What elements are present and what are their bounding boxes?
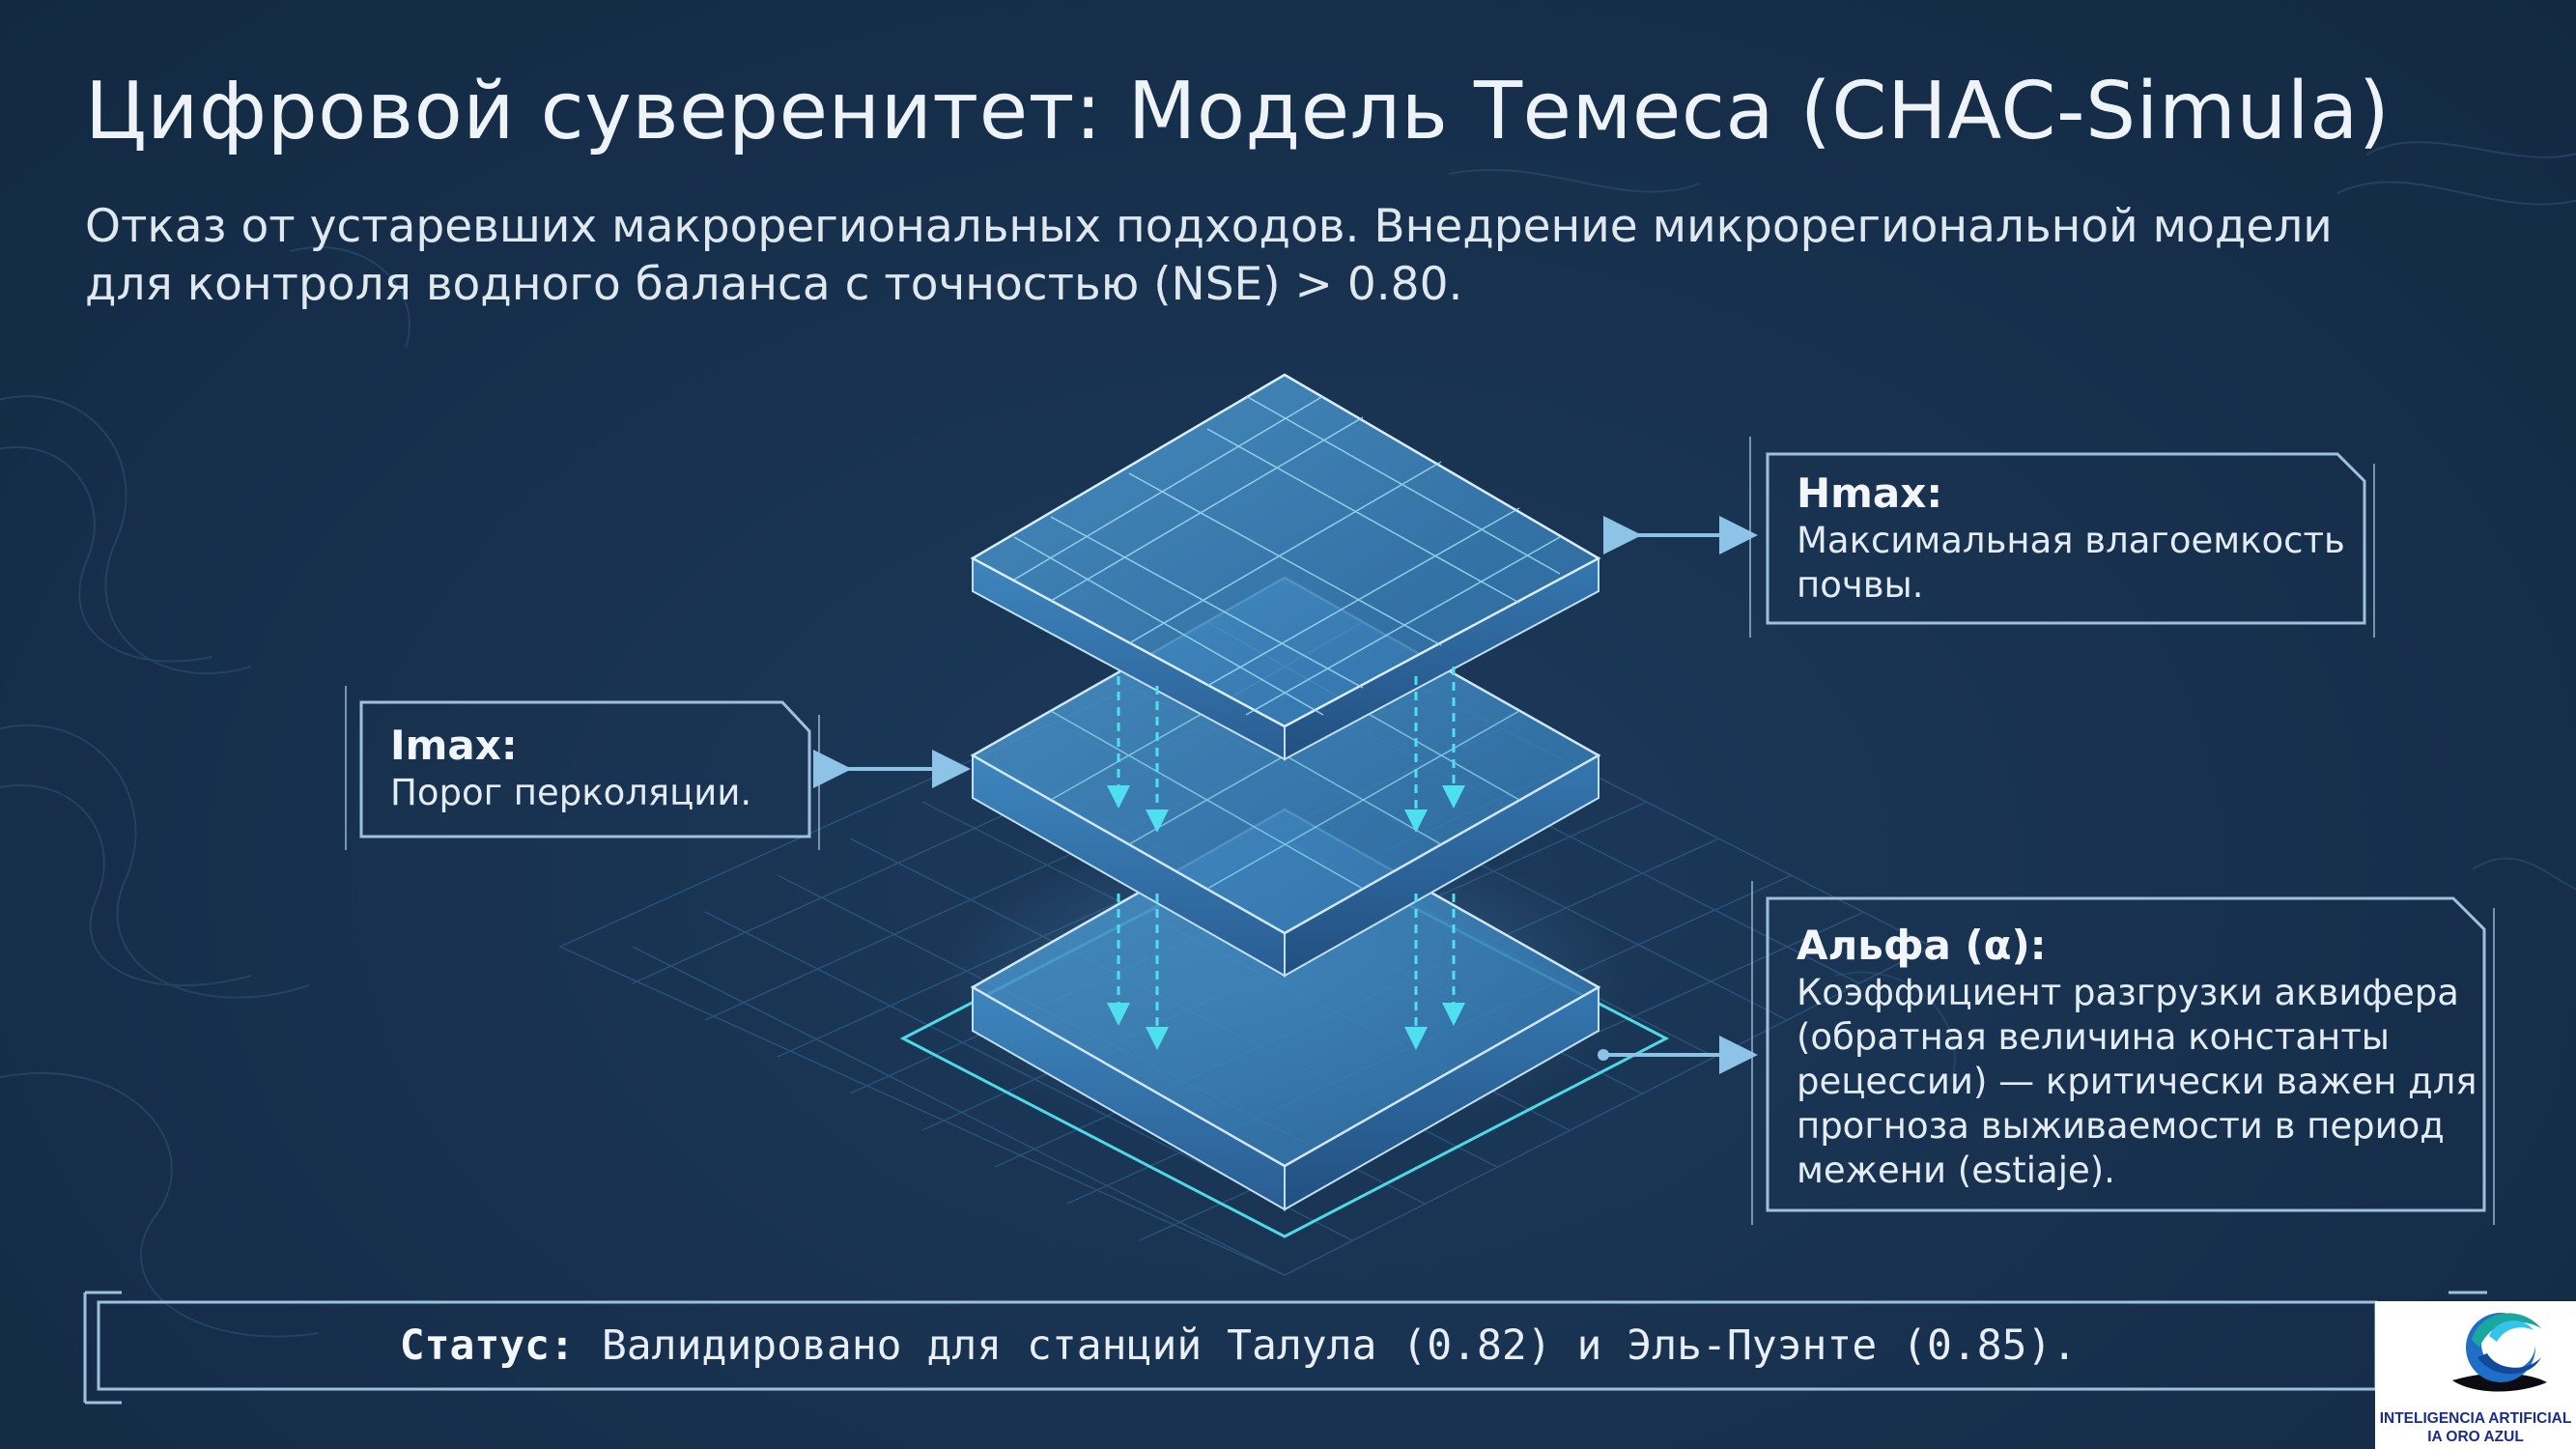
subtitle-line: для контроля водного баланса с точностью… bbox=[85, 258, 1463, 311]
percolation-arrows bbox=[1107, 667, 1465, 1050]
frame-imax bbox=[345, 686, 820, 850]
callout-alpha-line: рецессии) — критически важен для bbox=[1797, 1061, 2477, 1102]
callout-alpha-line: межени (estiaje). bbox=[1797, 1150, 2115, 1191]
topographic-contours bbox=[0, 141, 2576, 1338]
logo-line1: INTELIGENCIA ARTIFICIAL bbox=[2379, 1410, 2572, 1427]
callout-hmax-head: Hmax: bbox=[1797, 469, 1943, 517]
subtitle-line: Отказ от устаревших макрорегиональных по… bbox=[85, 200, 2333, 253]
callout-alpha-line: Коэффициент разгрузки аквифера bbox=[1797, 972, 2459, 1013]
callout-hmax: Hmax: Максимальная влагоемкость почвы. bbox=[1797, 469, 2345, 608]
callout-alpha: Альфа (α): Коэффициент разгрузки аквифер… bbox=[1797, 921, 2477, 1193]
layer-bottom bbox=[970, 808, 1601, 1211]
callout-imax-line: Порог перколяции. bbox=[390, 772, 752, 813]
status-text: Валидировано для станций Талула (0.82) и… bbox=[601, 1321, 2078, 1370]
callout-alpha-line: прогноза выживаемости в период bbox=[1797, 1105, 2445, 1147]
connector-alpha bbox=[1598, 1036, 1758, 1074]
status-bar: Статус: Валидировано для станций Талула … bbox=[99, 1302, 2378, 1389]
logo-line2: IA ORO AZUL bbox=[2427, 1429, 2524, 1445]
callout-imax-head: Imax: bbox=[390, 722, 518, 769]
page-title: Цифровой суверенитет: Модель Темеса (CHA… bbox=[85, 66, 2391, 157]
frame-hmax bbox=[1749, 437, 2375, 638]
layer-top bbox=[970, 373, 1601, 761]
callout-hmax-line: почвы. bbox=[1797, 564, 1924, 606]
callout-imax: Imax: Порог перколяции. bbox=[390, 721, 751, 815]
status-label: Статус: bbox=[399, 1321, 575, 1370]
callout-alpha-line: (обратная величина константы bbox=[1797, 1016, 2390, 1058]
callout-hmax-line: Максимальная влагоемкость bbox=[1797, 520, 2345, 561]
page-subtitle: Отказ от устаревших макрорегиональных по… bbox=[85, 198, 2403, 314]
frame-alpha bbox=[1751, 881, 2495, 1225]
brand-logo: INTELIGENCIA ARTIFICIAL IA ORO AZUL bbox=[2375, 1301, 2576, 1449]
blue-drop-swirl-icon bbox=[2452, 1313, 2547, 1392]
callout-alpha-head: Альфа (α): bbox=[1797, 922, 2047, 969]
